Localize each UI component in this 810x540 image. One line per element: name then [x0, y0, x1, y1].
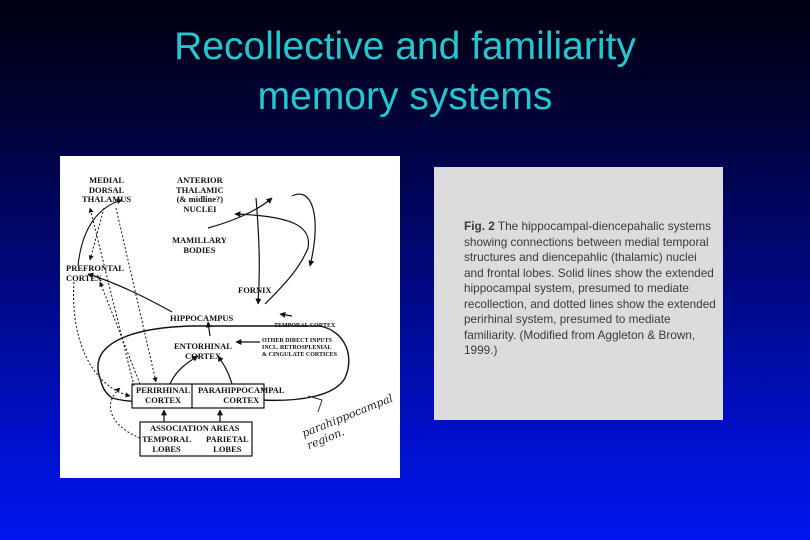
diagram-figure: MEDIAL DORSAL THALAMUS ANTERIOR THALAMIC…	[60, 156, 400, 478]
title-line-2: memory systems	[257, 75, 553, 118]
handwritten-bracket	[307, 395, 323, 413]
hippocampus-label: HIPPOCAMPUS	[170, 313, 234, 323]
perirhinal-cortex-label: PERIRHINAL CORTEX	[136, 385, 191, 405]
connection-anterior-hippocampus	[255, 197, 262, 305]
connection-perirhinal-entorhinal	[169, 355, 199, 385]
perirhinal-parahippocampal-box	[131, 383, 265, 409]
temporal-cortex-label: TEMPORAL CORTEX	[274, 323, 336, 329]
caption-label: Fig. 2	[464, 219, 495, 233]
figure-caption: Fig. 2 The hippocampal-diencepahalic sys…	[464, 219, 716, 359]
dotted-mediodorsal-prefrontal	[88, 207, 105, 261]
medial-dorsal-thalamus-label: MEDIAL DORSAL THALAMUS	[82, 175, 132, 204]
other-direct-inputs-label: OTHER DIRECT INPUTS INCL. RETROSPLENIAL …	[262, 338, 338, 358]
connection-parahippocampal-entorhinal	[217, 355, 233, 385]
connection-prefrontal-thalamus	[77, 198, 123, 267]
dotted-perirhinal-mediodorsal	[88, 207, 135, 387]
dotted-mediodorsal-perirhinal	[115, 207, 158, 383]
parietal-lobes-label: PARIETAL LOBES	[206, 434, 249, 454]
diagram-connections	[73, 193, 350, 457]
caption-text: The hippocampal-diencepahalic systems sh…	[464, 219, 716, 357]
hippocampal-region-outline	[97, 325, 350, 404]
temporal-lobes-label: TEMPORAL LOBES	[142, 434, 192, 454]
connection-hippocampus-fornix	[234, 211, 310, 305]
dotted-association-loop	[110, 387, 141, 439]
fornix-label: FORNIX	[238, 285, 272, 295]
connection-temporal-hippocampus	[279, 311, 293, 318]
anterior-thalamic-nuclei-label: ANTERIOR THALAMIC (& midline?) NUCLEI	[176, 175, 224, 214]
association-areas-label: ASSOCIATION AREAS	[150, 423, 240, 433]
connection-fornix-anterior	[291, 193, 316, 267]
parahippocampal-cortex-label: PARAHIPPOCAMPAL CORTEX	[198, 385, 285, 405]
figure-caption-panel: Fig. 2 The hippocampal-diencepahalic sys…	[434, 167, 723, 420]
association-areas-box	[139, 421, 253, 457]
connection-entorhinal-hippocampus	[205, 321, 212, 337]
prefrontal-cortex-label: PREFRONTAL CORTEX	[66, 263, 124, 283]
slide-title: Recollective and familiarity memory syst…	[0, 22, 810, 122]
title-line-1: Recollective and familiarity	[174, 25, 636, 68]
mamillary-bodies-label: MAMILLARY BODIES	[172, 235, 227, 255]
connection-hippocampus-prefrontal	[87, 272, 173, 313]
connection-mamillary-anterior	[207, 197, 273, 229]
entorhinal-cortex-label: ENTORHINAL CORTEX	[174, 341, 232, 361]
